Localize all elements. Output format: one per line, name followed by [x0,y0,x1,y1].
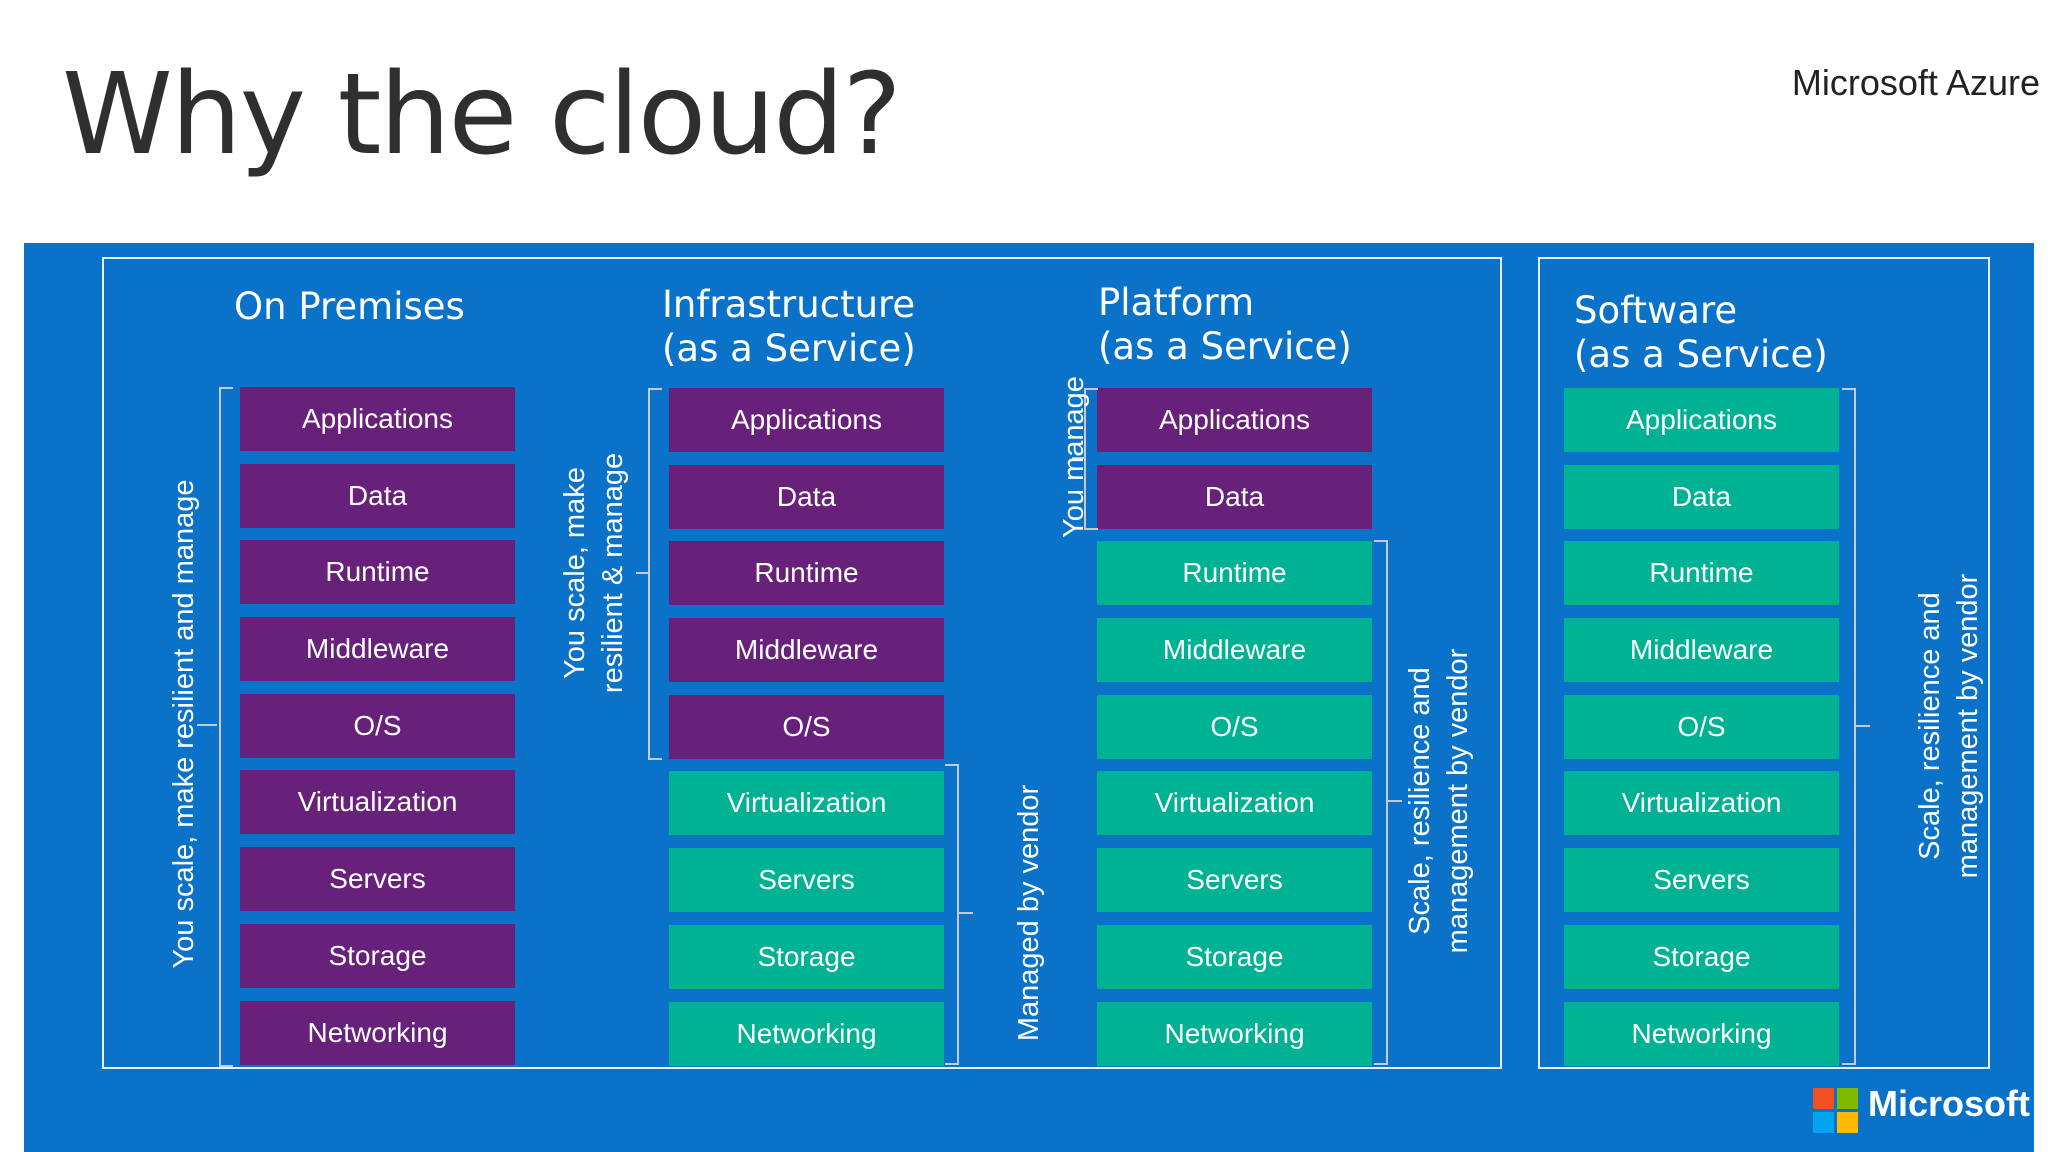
layer-o-s: O/S [1564,694,1839,759]
layer-virtualization: Virtualization [669,771,944,836]
layer-storage: Storage [1097,924,1372,989]
bracket-tick [1856,725,1870,727]
layer-applications: Applications [1097,388,1372,452]
layer-servers: Servers [240,847,515,912]
bracket-tick [1388,800,1402,802]
label-you-manage-paas: You manage [1055,372,1093,542]
layer-o-s: O/S [240,693,515,758]
bracket-label-line: You scale, make [559,467,591,679]
layer-data: Data [1564,464,1839,529]
layer-virtualization: Virtualization [1564,771,1839,836]
bracket-label: Managed by vendor [1013,784,1045,1042]
layer-runtime: Runtime [1564,541,1839,606]
layer-networking: Networking [1564,1001,1839,1066]
microsoft-logo-icon [1813,1088,1858,1133]
layer-applications: Applications [240,387,515,451]
bracket-vendor-paas [1374,540,1388,1065]
bracket-vendor-saas [1842,388,1856,1065]
layer-networking: Networking [669,1001,944,1066]
layer-o-s: O/S [1097,694,1372,759]
bracket-tick [959,912,973,914]
column-title: Software [1574,289,1738,332]
bracket-you-manage-paas [1084,388,1098,530]
label-you-manage-iaas: You scale, make resilient & manage [556,433,632,713]
bracket-tick [197,724,217,726]
layer-applications: Applications [1564,388,1839,452]
footer-brand: Microsoft [1868,1083,2030,1124]
layer-middleware: Middleware [240,617,515,682]
bracket-label-line: Scale, resilience and [1914,592,1946,860]
column-title: Platform [1098,281,1255,324]
layer-servers: Servers [1097,848,1372,913]
label-you-manage-onprem: You scale, make resilient and manage [165,464,203,984]
frame-main [102,257,1502,1069]
layer-applications: Applications [669,388,944,452]
label-vendor-paas: Scale, resilience and management by vend… [1401,641,1477,961]
column-title-paas: Platform (as a Service) [1098,281,1352,369]
layer-servers: Servers [669,848,944,913]
layer-data: Data [1097,464,1372,529]
frame-saas [1538,257,1990,1069]
column-title-iaas: Infrastructure (as a Service) [662,283,916,371]
diagram-panel: On Premises Infrastructure (as a Service… [24,243,2034,1152]
layer-runtime: Runtime [240,540,515,605]
column-subtitle: (as a Service) [662,327,916,370]
bracket-label-line: management by vendor [1952,573,1984,879]
layer-middleware: Middleware [669,618,944,683]
layer-data: Data [240,463,515,528]
layer-data: Data [669,464,944,529]
layer-o-s: O/S [669,694,944,759]
layer-storage: Storage [240,923,515,988]
label-vendor-iaas: Managed by vendor [1010,763,1048,1063]
layer-runtime: Runtime [1097,541,1372,606]
layer-networking: Networking [1097,1001,1372,1066]
layer-storage: Storage [1564,924,1839,989]
slide-title: Why the cloud? [62,50,902,180]
layer-virtualization: Virtualization [240,770,515,835]
layer-middleware: Middleware [1097,618,1372,683]
column-title-on-premises: On Premises [234,285,465,329]
bracket-you-manage-onprem [219,387,233,1067]
column-subtitle: (as a Service) [1098,325,1352,368]
bracket-label: You scale, make resilient and manage [168,479,200,969]
layer-virtualization: Virtualization [1097,771,1372,836]
bracket-tick [636,572,650,574]
column-subtitle: (as a Service) [1574,333,1828,376]
brand-logo-text: Microsoft Azure [1791,62,2040,103]
bracket-label-line: Scale, resilience and [1404,667,1436,935]
bracket-label: You manage [1058,376,1090,538]
bracket-vendor-iaas [945,764,959,1065]
column-title: On Premises [234,285,465,328]
bracket-you-manage-iaas [648,388,662,760]
label-vendor-saas: Scale, resilience and management by vend… [1911,566,1987,886]
bracket-label-line: resilient & manage [597,452,629,694]
column-title: Infrastructure [662,283,916,326]
layer-storage: Storage [669,924,944,989]
column-title-saas: Software (as a Service) [1574,289,1828,377]
layer-networking: Networking [240,1000,515,1065]
layer-servers: Servers [1564,848,1839,913]
bracket-tick [1072,457,1086,459]
bracket-label-line: management by vendor [1442,648,1474,954]
layer-middleware: Middleware [1564,618,1839,683]
layer-runtime: Runtime [669,541,944,606]
